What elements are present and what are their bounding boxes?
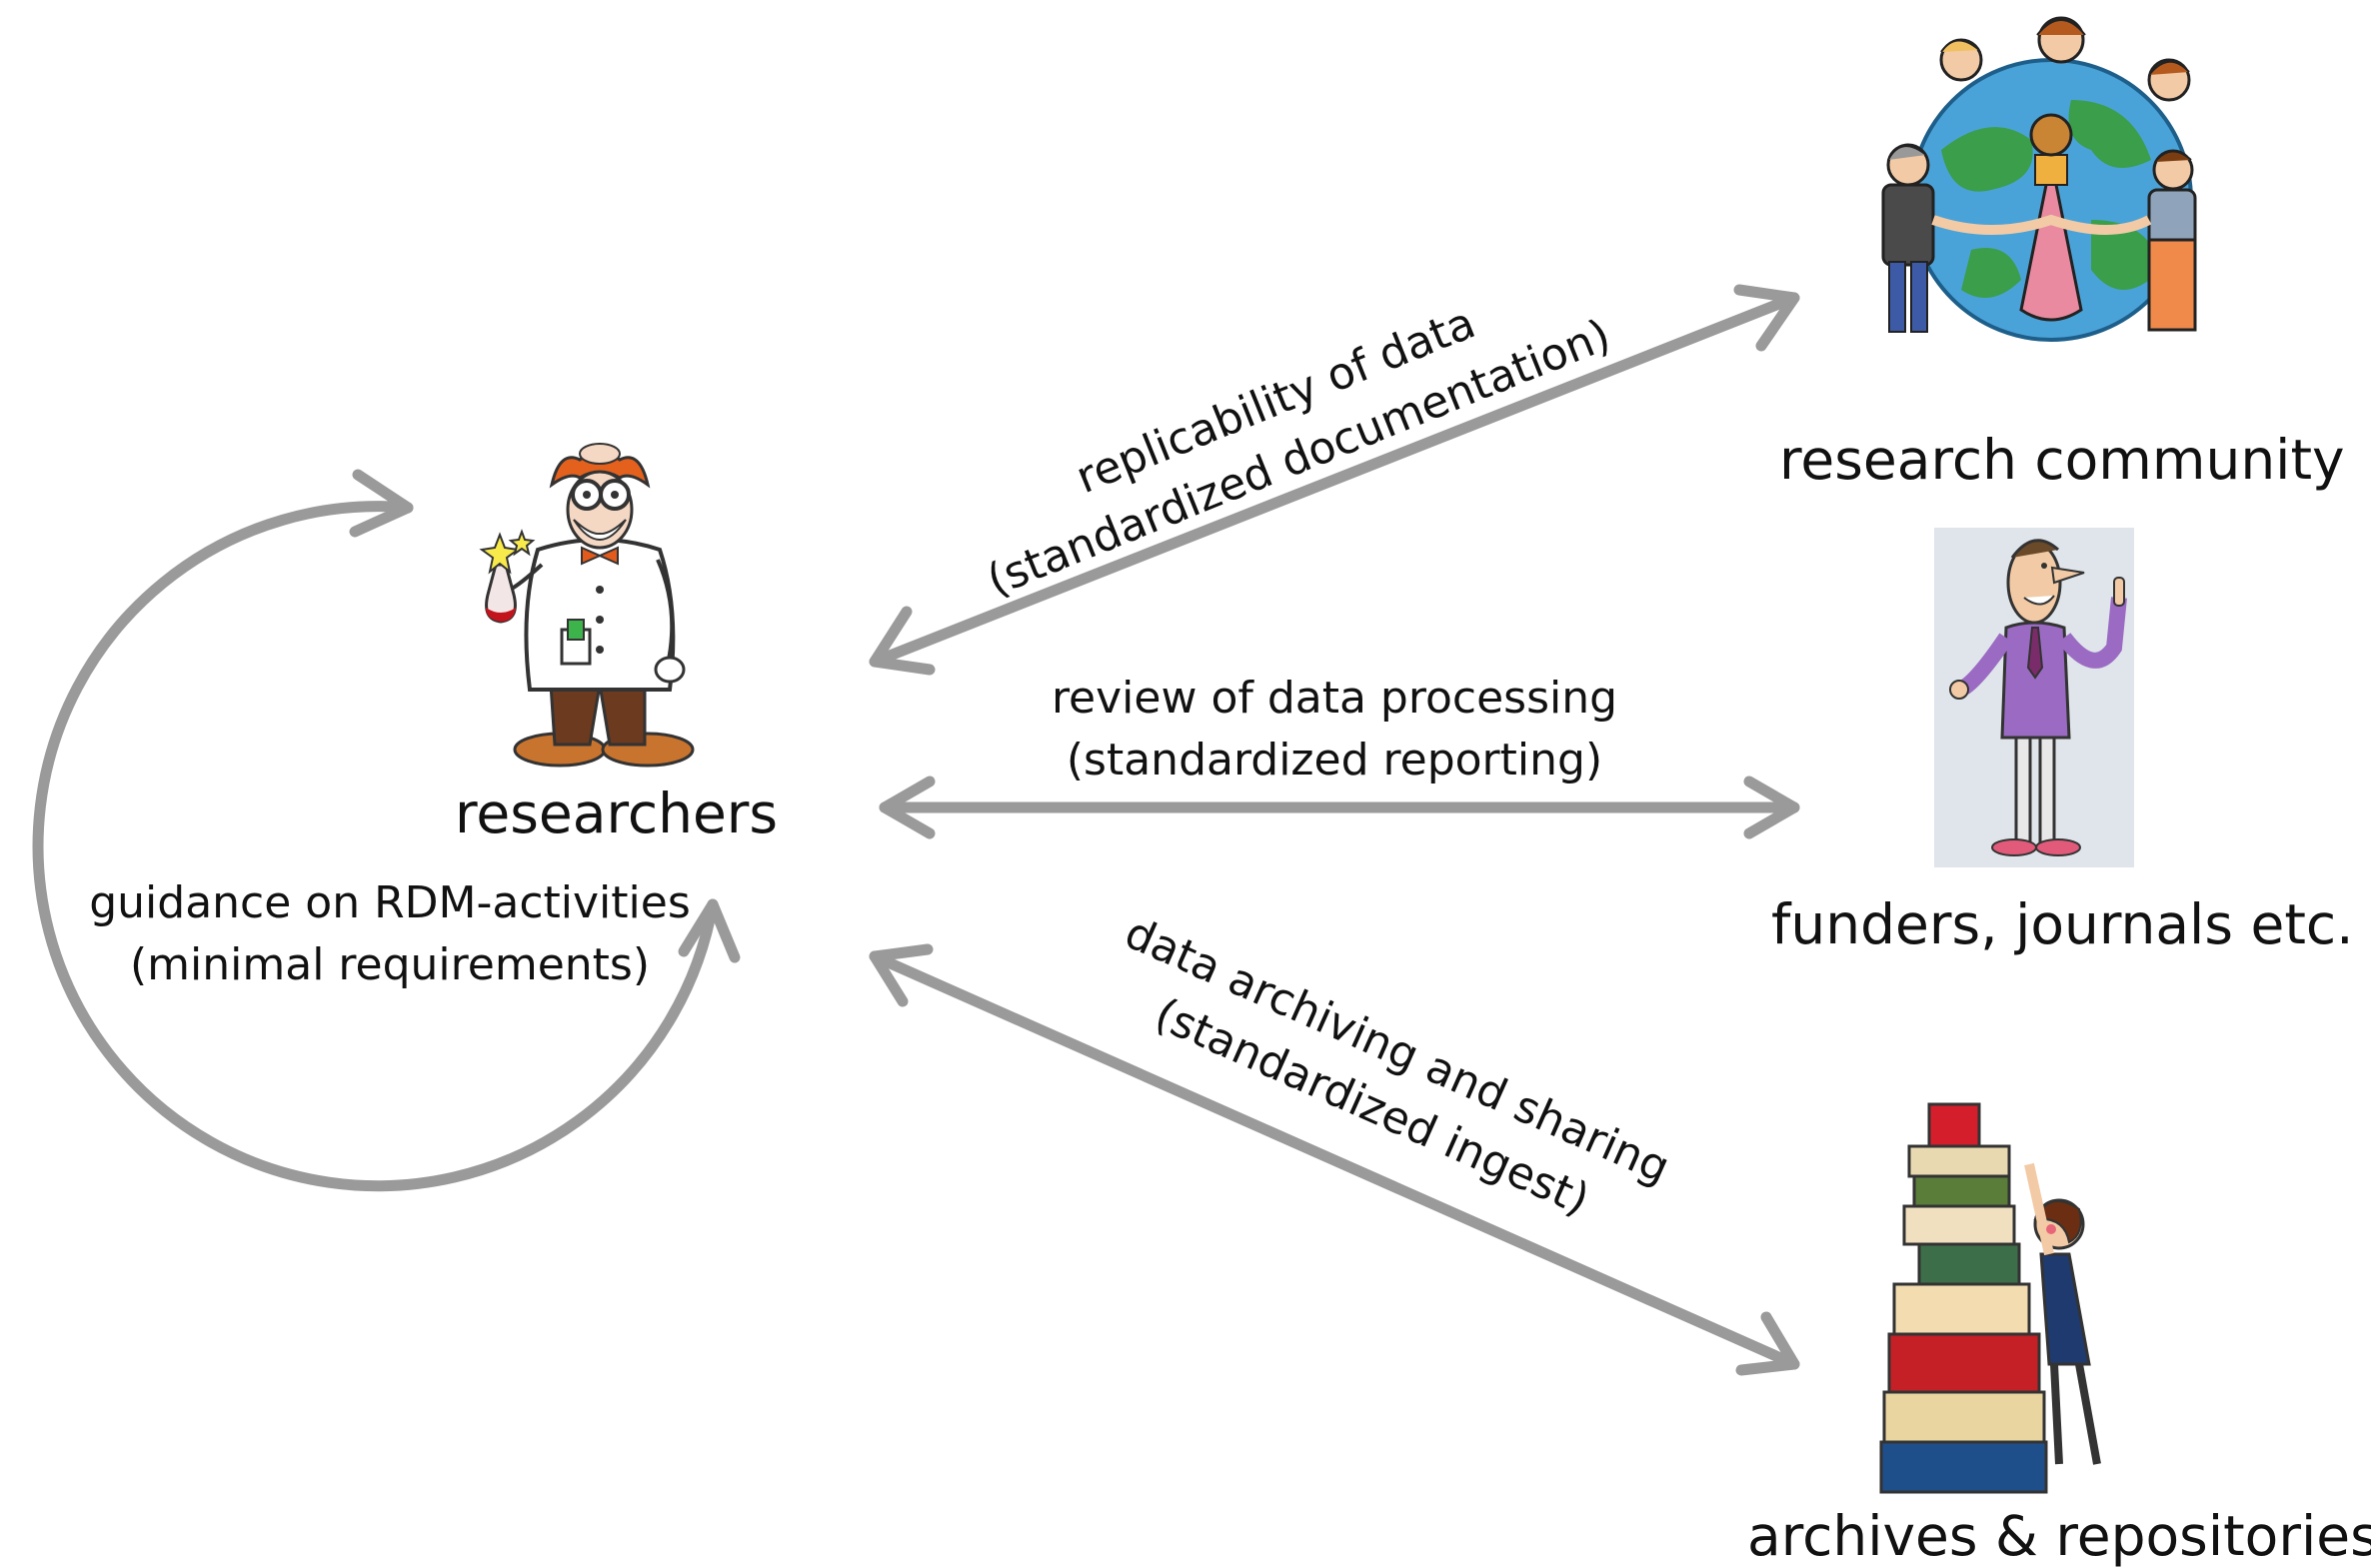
edge-label-review-line1: review of data processing bbox=[1051, 673, 1618, 724]
node-label-archives: archives & repositories bbox=[1747, 1504, 2371, 1568]
arrows bbox=[32, 284, 1800, 1376]
node-label-funders: funders, journals etc. bbox=[1771, 892, 2354, 956]
people-around-globe-illustration bbox=[1881, 16, 2197, 342]
edge-label-guidance-line2: (minimal requirements) bbox=[130, 939, 650, 990]
node-label-research-community: research community bbox=[1779, 428, 2345, 492]
arrow-archiving bbox=[869, 943, 1800, 1376]
arrow-guidance-loop bbox=[32, 469, 741, 1192]
edge-label-guidance-line1: guidance on RDM-activities bbox=[89, 877, 691, 928]
arrow-replicability bbox=[869, 284, 1800, 676]
presenter-man-illustration bbox=[1934, 528, 2134, 867]
arrow-review bbox=[879, 776, 1800, 839]
edge-label-guidance: guidance on RDM-activities (minimal requ… bbox=[89, 872, 691, 996]
node-label-researchers: researchers bbox=[455, 782, 779, 845]
edge-label-review: review of data processing (standardized … bbox=[1052, 668, 1617, 791]
girl-with-book-stack-illustration bbox=[1879, 1102, 2101, 1494]
edge-label-review-line2: (standardized reporting) bbox=[1066, 735, 1603, 785]
scientist-illustration bbox=[479, 443, 695, 768]
